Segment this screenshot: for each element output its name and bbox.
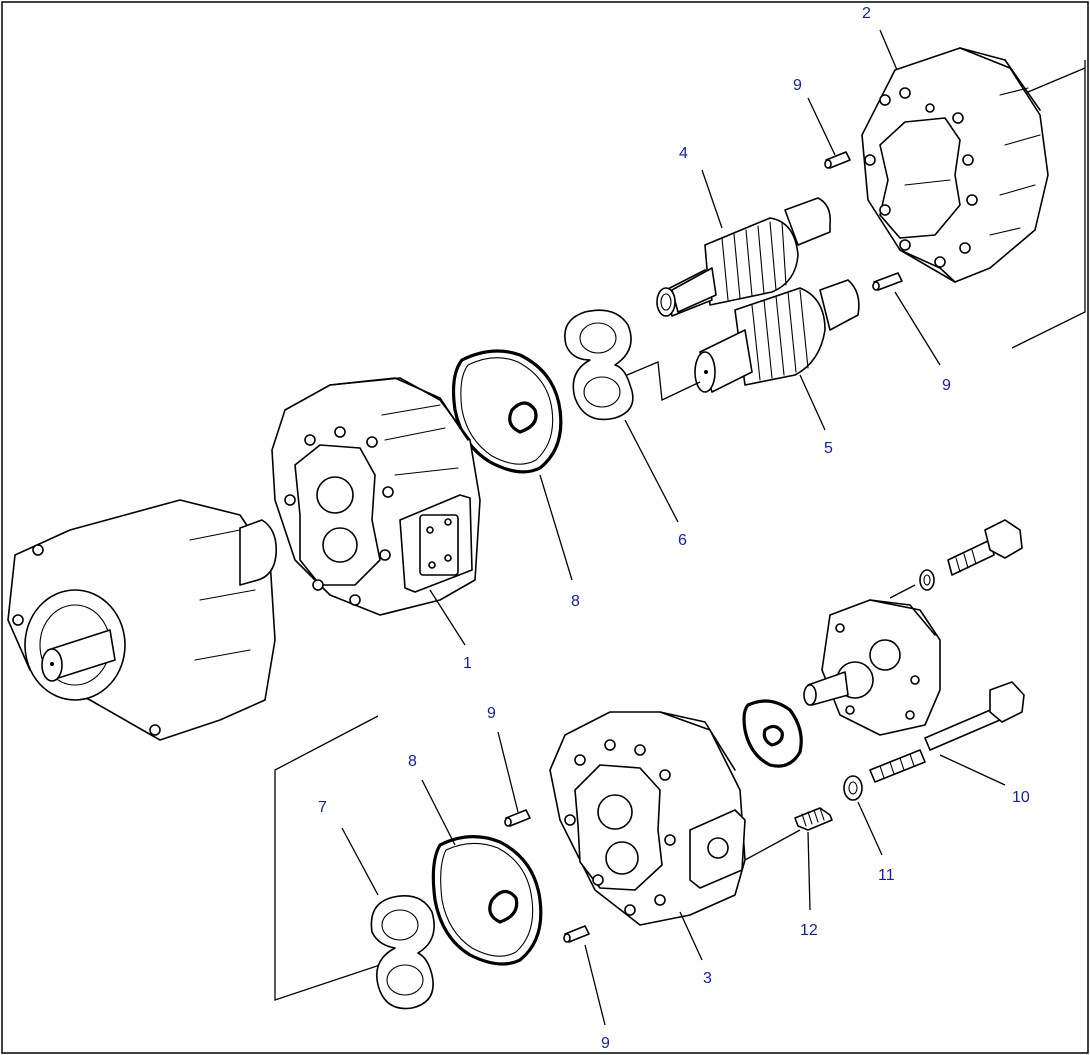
callout-part-1: 1 (463, 655, 472, 672)
callout-labels: 2 9 4 9 5 6 8 1 9 8 7 10 11 12 3 9 (318, 5, 1030, 1052)
callout-part-6: 6 (678, 532, 687, 549)
assembly-line-upper-bolt (889, 584, 916, 599)
callout-part-3: 3 (703, 970, 712, 987)
callout-part-10: 10 (1012, 789, 1030, 806)
attached-pump-assembly (803, 599, 941, 736)
part-4-drive-gear (656, 197, 832, 317)
small-seal (742, 699, 803, 768)
callout-part-9-mid: 9 (487, 705, 496, 722)
part-10-bolt (869, 681, 1025, 783)
part-7-wear-plate (370, 895, 435, 1010)
callout-part-11: 11 (878, 867, 895, 884)
part-1-gear-case (271, 377, 481, 616)
callout-part-5: 5 (824, 440, 833, 457)
part-3-gear-case (549, 711, 746, 926)
assembly-bracket-top (1011, 60, 1086, 349)
part-9-dowel-pin-right (872, 272, 903, 291)
callout-part-9-bottom: 9 (601, 1035, 610, 1052)
part-9-dowel-pin-mid (504, 809, 531, 827)
callout-part-9-right: 9 (942, 377, 951, 394)
callout-part-8-bottom: 8 (408, 753, 417, 770)
part-2-rear-cover (861, 47, 1049, 283)
callout-part-7: 7 (318, 799, 327, 816)
part-8-seal-top (451, 349, 563, 474)
part-11-washer (843, 775, 863, 801)
assembly-line-part-3 (744, 829, 801, 861)
part-8-seal-bottom (431, 835, 543, 966)
callout-part-2: 2 (862, 5, 871, 22)
callout-part-12: 12 (800, 922, 818, 939)
part-12-coupling (794, 807, 833, 831)
assembly-bracket-bottom (274, 715, 396, 1001)
part-9-dowel-pin-top (824, 151, 851, 169)
callout-part-8-top: 8 (571, 593, 580, 610)
assembly-bracket-mid (619, 361, 701, 401)
front-pump-housing (7, 499, 278, 741)
part-9-dowel-pin-bottom (563, 925, 590, 943)
leader-lines (341, 29, 1006, 1026)
part-5-driven-gear (694, 279, 860, 393)
part-6-wear-plate (564, 309, 634, 421)
upper-bolt (919, 519, 1023, 591)
callout-part-9-top: 9 (793, 77, 802, 94)
callout-part-4: 4 (679, 145, 688, 162)
